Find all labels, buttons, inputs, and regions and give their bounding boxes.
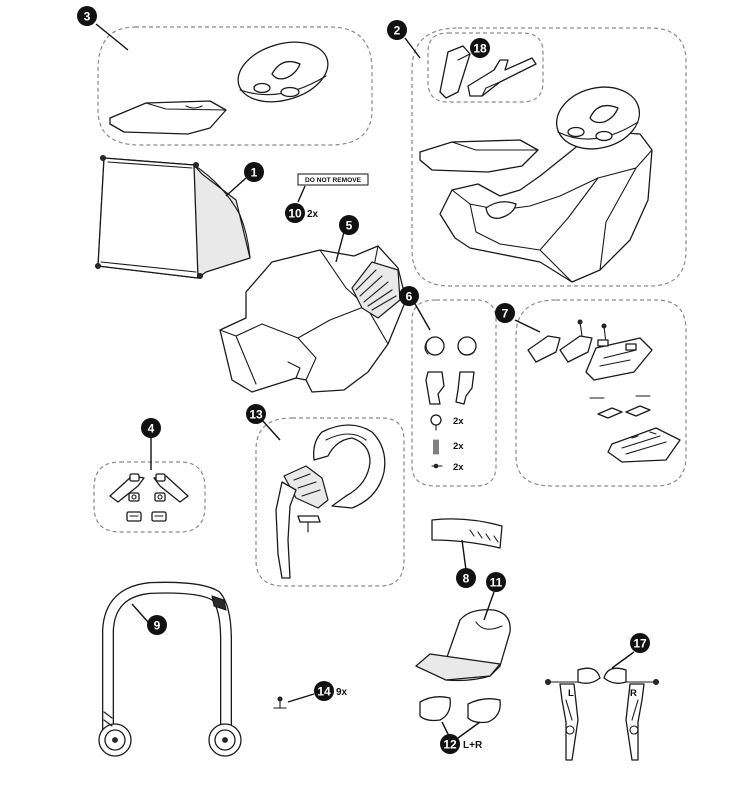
leader-14	[287, 693, 315, 703]
side-pads-12-illustration	[419, 696, 501, 724]
group-4-outline	[93, 461, 206, 533]
group-6-outline	[411, 299, 497, 487]
part-10-quantity: 2x	[307, 209, 319, 220]
part-badge-8: 8	[456, 568, 476, 588]
part-badge-13: 13	[246, 404, 266, 424]
backrest-cover-11-illustration	[415, 609, 511, 682]
svg-text:1: 1	[251, 166, 258, 180]
hardware-6-illustration	[424, 336, 477, 469]
leader-1	[225, 177, 247, 197]
group-18-outline	[427, 32, 544, 103]
svg-text:11: 11	[490, 576, 503, 590]
svg-text:17: 17	[633, 637, 647, 651]
leader-17	[611, 651, 635, 669]
part-6-qty-a: 2x	[453, 416, 464, 427]
svg-text:7: 7	[502, 307, 509, 321]
part-badge-6: 6	[399, 286, 419, 306]
group-7-outline	[515, 299, 687, 487]
part-6-qty-b: 2x	[453, 441, 464, 452]
pad-8-illustration	[431, 518, 503, 549]
part-badge-11: 11	[486, 572, 506, 592]
part-12-quantity: L+R	[463, 740, 483, 751]
seat-pad-illustration	[109, 100, 227, 135]
leader-7	[514, 319, 541, 333]
canopy-fabric-illustration	[95, 155, 251, 279]
leader-10	[297, 185, 306, 203]
part-badge-10: 10	[285, 203, 305, 223]
part-badge-9: 9	[147, 615, 167, 635]
svg-text:12: 12	[443, 738, 457, 752]
part-badge-14: 14	[314, 681, 334, 701]
part-badge-1: 1	[244, 162, 264, 182]
screw-14-illustration	[273, 696, 287, 709]
leader-9	[131, 603, 149, 623]
svg-text:8: 8	[463, 572, 470, 586]
part-badge-12: 12	[440, 734, 460, 754]
warning-label-text: DO NOT REMOVE	[305, 177, 362, 184]
leader-6	[413, 301, 431, 331]
part-badge-5: 5	[339, 215, 359, 235]
warning-label-box	[297, 173, 369, 186]
seat-foam-pieces-illustration	[439, 45, 537, 99]
leader-8	[461, 539, 467, 571]
part-badge-18: 18	[470, 38, 490, 58]
part-14-quantity: 9x	[336, 687, 348, 698]
bracket-left-mark: L	[568, 688, 574, 699]
clips-4-illustration	[109, 473, 189, 522]
part-badge-17: 17	[630, 633, 650, 653]
bracket-right-mark: R	[630, 688, 637, 699]
leader-2	[404, 37, 421, 59]
part-badge-7: 7	[495, 303, 515, 323]
svg-text:9: 9	[154, 619, 161, 633]
harness-13-illustration	[275, 424, 386, 579]
svg-text:5: 5	[346, 219, 353, 233]
svg-text:14: 14	[317, 685, 331, 699]
group-3-outline	[97, 26, 373, 146]
svg-text:4: 4	[148, 422, 155, 436]
mechanism-7-illustration	[527, 319, 681, 463]
canopy-frame-illustration	[98, 581, 242, 757]
svg-text:2: 2	[394, 24, 401, 38]
part-badge-3: 3	[77, 6, 97, 26]
svg-text:18: 18	[473, 42, 487, 56]
part-badge-2: 2	[387, 20, 407, 40]
svg-text:13: 13	[249, 408, 263, 422]
leader-5	[335, 231, 345, 263]
part-badge-4: 4	[141, 418, 161, 438]
leader-3	[95, 23, 129, 51]
group-2-outline	[411, 27, 687, 287]
group-13-outline	[255, 417, 405, 587]
leader-11	[483, 591, 495, 621]
svg-text:10: 10	[288, 207, 302, 221]
svg-text:3: 3	[84, 10, 91, 24]
leader-13	[261, 419, 281, 441]
svg-text:6: 6	[406, 290, 413, 304]
brackets-17-illustration	[545, 667, 659, 761]
part-6-qty-c: 2x	[453, 462, 464, 473]
seat-shell-illustration	[219, 245, 407, 393]
head-cushion-illustration	[237, 41, 329, 103]
seat-assembly-illustration	[419, 86, 653, 283]
